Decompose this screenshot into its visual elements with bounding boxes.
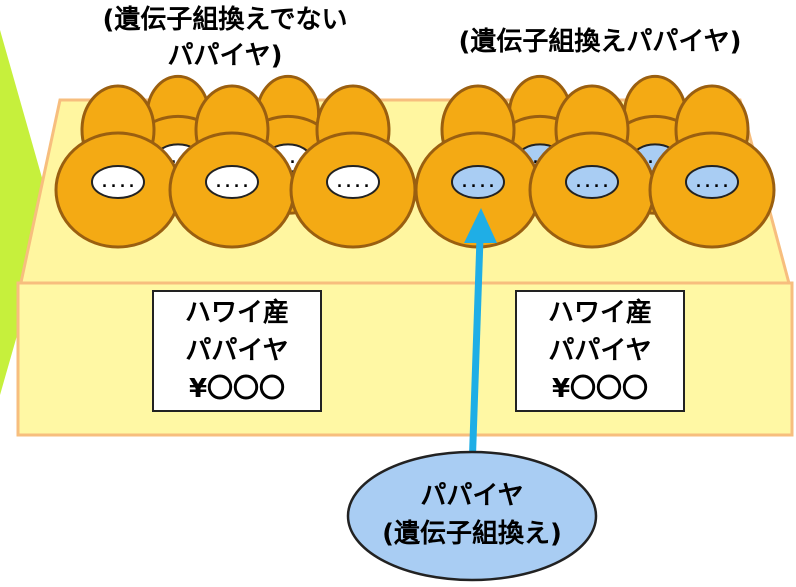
sign-origin: ハワイ産 (547, 298, 652, 328)
sign-origin: ハワイ産 (184, 298, 289, 328)
sign-price: ¥〇〇〇 (188, 374, 286, 404)
papaya-non-gm: .... (168, 84, 296, 249)
papaya-label-text: .... (214, 173, 250, 191)
price-sign-gm: ハワイ産 パパイヤ ¥〇〇〇 (515, 290, 685, 412)
sign-product: パパイヤ (548, 336, 652, 366)
price-sign-non-gm: ハワイ産 パパイヤ ¥〇〇〇 (152, 290, 322, 412)
callout-gm-papaya: パパイヤ (遺伝子組換え) (347, 452, 597, 582)
callout-line2: (遺伝子組換え) (382, 519, 562, 549)
papaya-label (451, 165, 505, 199)
papaya-label (205, 165, 259, 199)
header-gm: (遺伝子組換えパパイヤ) (410, 24, 790, 60)
arrow-head (464, 208, 497, 243)
papaya-gm: .... (648, 84, 776, 249)
sign-price: ¥〇〇〇 (551, 374, 649, 404)
papaya-label-text: .... (460, 173, 496, 191)
green-bracket-line (0, 30, 52, 395)
papaya-group: ........................................ (54, 74, 776, 249)
papaya-label-text: .... (694, 173, 730, 191)
header-non-gm-line1: (遺伝子組換えでない (102, 5, 348, 35)
papaya-label (91, 165, 145, 199)
papaya-gm: .... (528, 84, 656, 249)
papaya-non-gm: .... (289, 84, 417, 249)
header-non-gm: (遺伝子組換えでない パパイヤ) (55, 2, 395, 74)
callout-ellipse (346, 450, 598, 582)
papaya-label (326, 165, 380, 199)
papaya-label (685, 165, 739, 199)
header-non-gm-line2: パパイヤ) (167, 41, 283, 71)
papaya-label (565, 165, 619, 199)
sign-product: パパイヤ (185, 336, 289, 366)
arrow-line (468, 237, 484, 471)
papaya-non-gm: .... (54, 84, 182, 249)
callout-line1: パパイヤ (420, 481, 524, 511)
papaya-label-text: .... (574, 173, 610, 191)
papaya-label-text: .... (100, 173, 136, 191)
papaya-label-text: .... (335, 173, 371, 191)
header-gm-line: (遺伝子組換えパパイヤ) (458, 27, 742, 57)
